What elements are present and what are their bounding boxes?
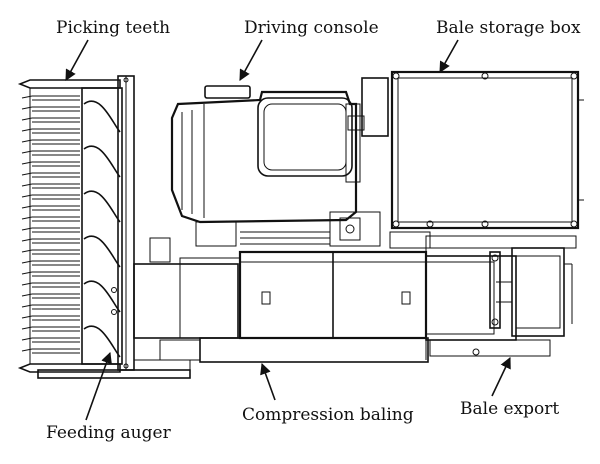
tooth xyxy=(21,150,80,156)
tooth xyxy=(21,238,80,244)
arrow-driving-console xyxy=(239,39,263,81)
arrow-feeding-auger xyxy=(85,351,112,421)
tooth xyxy=(21,260,80,266)
picking-header xyxy=(17,75,191,379)
auger-flight xyxy=(83,145,121,178)
label-compression-baling: Compression baling xyxy=(242,405,414,425)
bale-export-chute xyxy=(425,235,577,357)
label-feeding-auger: Feeding auger xyxy=(46,423,172,443)
tooth xyxy=(21,106,80,112)
tooth xyxy=(21,161,80,167)
auger-flight xyxy=(83,325,121,358)
tooth xyxy=(21,117,80,123)
auger-flight xyxy=(83,190,121,223)
tooth xyxy=(21,95,80,101)
tooth xyxy=(21,139,80,145)
auger-flight xyxy=(83,280,121,313)
label-bale-export: Bale export xyxy=(460,399,559,419)
tooth xyxy=(21,216,80,222)
tooth xyxy=(21,205,80,211)
tooth xyxy=(21,271,80,277)
tooth xyxy=(21,249,80,255)
tooth xyxy=(21,183,80,189)
arrow-compression-baling xyxy=(260,362,276,401)
arrow-bale-storage-box xyxy=(439,39,459,73)
arrow-picking-teeth xyxy=(65,39,89,81)
arrow-bale-export xyxy=(491,356,511,397)
tooth xyxy=(21,315,80,321)
picking-teeth xyxy=(21,95,80,354)
bale-storage-box xyxy=(390,70,584,230)
driving-console xyxy=(149,77,389,263)
label-picking-teeth: Picking teeth xyxy=(56,18,170,38)
tooth xyxy=(21,172,80,178)
tooth xyxy=(21,227,80,233)
tooth xyxy=(21,326,80,332)
tooth xyxy=(21,282,80,288)
tooth xyxy=(21,337,80,343)
tooth xyxy=(21,304,80,310)
tooth xyxy=(21,293,80,299)
label-bale-storage-box: Bale storage box xyxy=(436,18,581,38)
tooth xyxy=(21,348,80,354)
tooth xyxy=(21,194,80,200)
label-driving-console: Driving console xyxy=(244,18,379,38)
auger-flight xyxy=(83,235,121,268)
compression-baling-chamber xyxy=(133,231,431,363)
feeding-auger xyxy=(83,100,121,358)
auger-flight xyxy=(83,100,121,133)
tooth xyxy=(21,128,80,134)
